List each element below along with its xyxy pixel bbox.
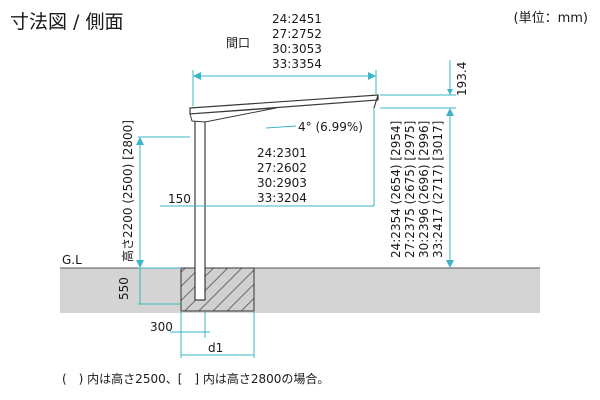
- depth-value-33: 33:3204: [257, 191, 307, 205]
- opening-value-27: 27:2752: [272, 27, 322, 41]
- post-offset-value: 150: [168, 192, 191, 206]
- slope-label: 4° (6.99%): [298, 120, 363, 134]
- foundation-width-value: 300: [150, 320, 173, 334]
- ground-band: [60, 268, 540, 313]
- opening-value-24: 24:2451: [272, 12, 322, 26]
- d1-label: d1: [208, 341, 223, 355]
- height-arrow-top: [136, 137, 144, 145]
- foundation: [180, 267, 255, 312]
- roof-gutter: [373, 94, 379, 109]
- depth-value-24: 24:2301: [257, 146, 307, 160]
- right-height-30: 30:2396 (2696) [2996]: [417, 121, 431, 258]
- unit-label: (単位：mm): [514, 10, 588, 26]
- slope-leader: [265, 125, 297, 129]
- right-height-27: 27:2375 (2675) [2975]: [403, 121, 417, 258]
- height-arrow-bottom: [136, 260, 144, 268]
- right-height-33: 33:2417 (2717) [3017]: [431, 121, 445, 258]
- foundation-depth-value: 550: [117, 277, 131, 300]
- opening-arrow-left: [193, 72, 201, 80]
- roof-beam: [189, 107, 277, 123]
- depth-value-30: 30:2903: [257, 176, 307, 190]
- opening-arrow-right: [368, 72, 376, 80]
- thickness-value: 193.4: [455, 62, 469, 96]
- depth-value-27: 27:2602: [257, 161, 307, 175]
- height-label: 高さ2200 (2500) [2800]: [120, 120, 135, 262]
- right-height-24: 24:2354 (2654) [2954]: [389, 121, 403, 258]
- right-height-arrow-bottom: [446, 260, 454, 268]
- opening-value-33: 33:3354: [272, 57, 322, 71]
- thickness-arrow: [447, 89, 453, 95]
- footnote: ( ) 内は高さ2500、[ ] 内は高さ2800の場合。: [62, 371, 329, 386]
- gl-label: G.L: [62, 253, 82, 267]
- roof-panel: [189, 94, 379, 115]
- opening-value-30: 30:3053: [272, 42, 322, 56]
- page-title: 寸法図 / 側面: [10, 11, 123, 33]
- opening-label: 間口: [226, 36, 250, 50]
- right-height-arrow-top: [446, 108, 454, 116]
